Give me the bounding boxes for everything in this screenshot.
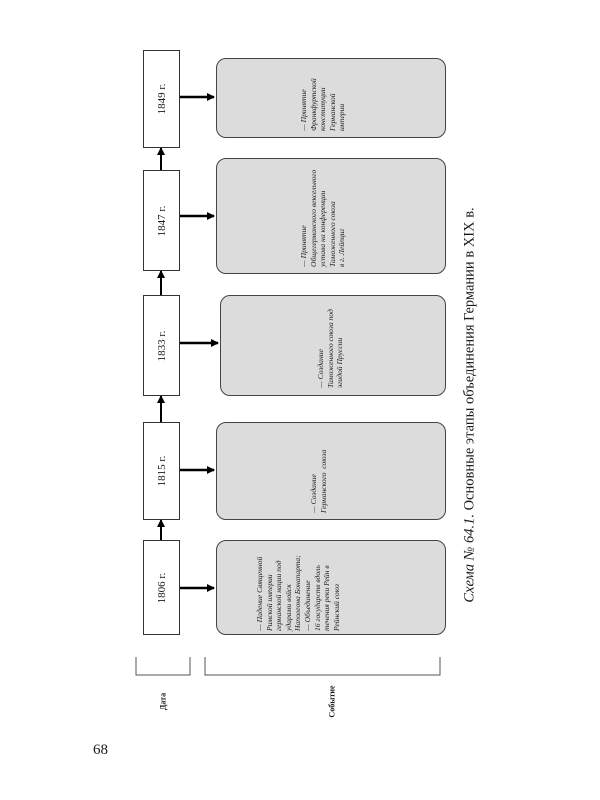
event-box-1847: — Принятие Общегерманского вексельного у…: [216, 158, 446, 274]
date-box-1815: 1815 г.: [143, 422, 180, 520]
event-text: — Создание Германского союза: [309, 449, 328, 513]
event-box-1849: — Принятие Франкфуртской конституции Гер…: [216, 58, 446, 138]
event-text: — Падение Священной Римской империи герм…: [255, 555, 341, 631]
row-label-date: Дата: [158, 692, 168, 711]
date-label: 1847 г.: [155, 205, 168, 236]
date-label: 1833 г.: [155, 330, 168, 361]
caption-title: Основные этапы объединения Германии в XI…: [461, 207, 478, 515]
caption-number: Схема № 64.1.: [461, 514, 478, 603]
date-label: 1806 г.: [155, 572, 168, 603]
date-bracket: [135, 657, 191, 676]
event-box-1806: — Падение Священной Римской империи герм…: [216, 540, 446, 635]
event-bracket: [204, 657, 441, 676]
event-text: — Создание Таможенного союза под эгидой …: [316, 309, 345, 388]
date-box-1849: 1849 г.: [143, 50, 180, 148]
date-box-1847: 1847 г.: [143, 170, 180, 271]
event-box-1815: — Создание Германского союза: [216, 422, 446, 520]
date-box-1806: 1806 г.: [143, 540, 180, 635]
event-text: — Принятие Франкфуртской конституции Гер…: [299, 78, 347, 131]
date-label: 1815 г.: [155, 455, 168, 487]
event-box-1833: — Создание Таможенного союза под эгидой …: [220, 295, 446, 396]
page-number: 68: [93, 742, 108, 758]
date-box-1833: 1833 г.: [143, 295, 180, 396]
row-label-event: Событие: [327, 685, 337, 718]
event-text: — Принятие Общегерманского вексельного у…: [299, 169, 347, 267]
date-label: 1849 г.: [155, 83, 168, 115]
